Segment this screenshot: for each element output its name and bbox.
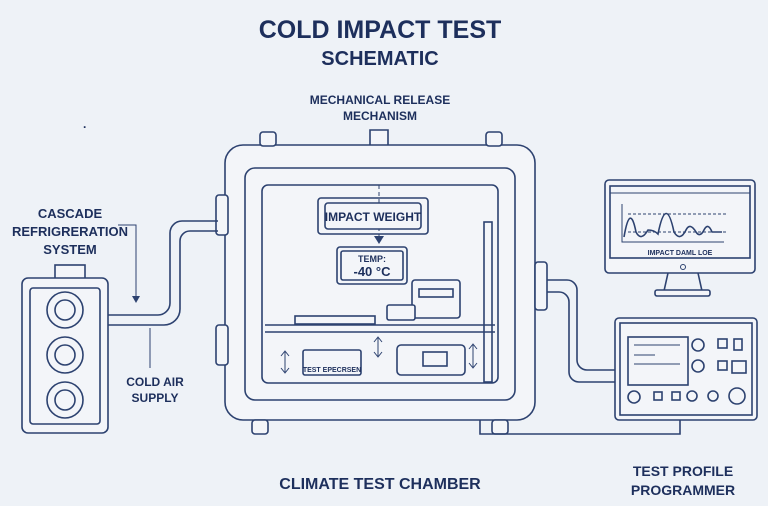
impact-device	[411, 279, 461, 319]
cold-air-label-1: COLD AIR	[126, 375, 184, 389]
impact-weight-label: IMPACT WEIGHT	[325, 210, 422, 224]
refrigeration-unit	[21, 264, 109, 434]
monitor: IMPACT DAML LOE	[604, 179, 756, 297]
control-cable	[547, 279, 615, 371]
programmer-label-1: TEST PROFILE	[633, 463, 733, 479]
monitor-caption: IMPACT DAML LOE	[648, 250, 713, 257]
cascade-label-3: SYSTEM	[43, 242, 96, 257]
arrow-down-icon	[374, 236, 384, 244]
release-label-2: MECHANISM	[343, 109, 417, 123]
arrow-down-icon	[132, 296, 140, 303]
impact-data-curve	[623, 212, 722, 238]
cold-air-label-2: SUPPLY	[132, 391, 179, 405]
cascade-label-1: CASCADE	[38, 206, 103, 221]
chamber-label: CLIMATE TEST CHAMBER	[279, 476, 481, 493]
cascade-label-2: REFRIGRERATION	[12, 224, 128, 239]
test-profile-programmer	[614, 317, 758, 421]
temp-label: TEMP:	[358, 254, 386, 264]
temp-value: -40 °C	[354, 264, 392, 279]
programmer-label-2: PROGRAMMER	[631, 482, 735, 498]
stray-mark: .	[83, 117, 86, 131]
release-label-1: MECHANICAL RELEASE	[310, 93, 450, 107]
title-line1: COLD IMPACT TEST	[259, 16, 502, 44]
cold-air-pipe	[108, 220, 218, 316]
climate-test-chamber: IMPACT WEIGHT TEMP: -40 °C TEST EPECRSEN	[215, 131, 548, 435]
specimen-label: TEST EPECRSEN	[303, 367, 361, 374]
title-line2: SCHEMATIC	[321, 48, 438, 70]
